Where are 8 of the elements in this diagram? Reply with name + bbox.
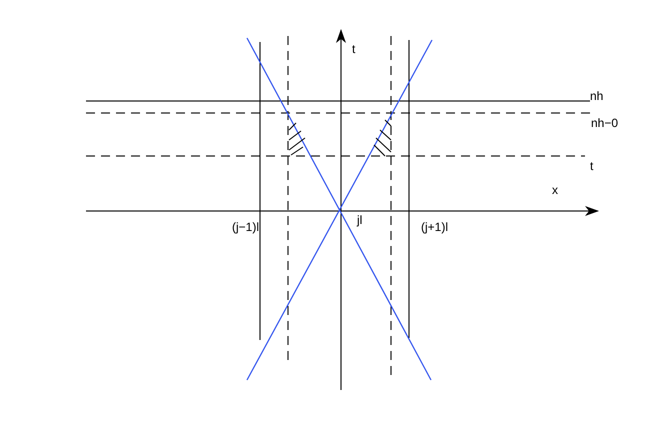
axis-label: t <box>352 42 356 56</box>
axis-label: x <box>552 183 558 197</box>
level-label: nh <box>590 89 604 103</box>
level-label: nh−0 <box>591 116 618 130</box>
tick-label: (j+1)l <box>421 220 448 234</box>
level-label: t <box>590 159 594 173</box>
tick-label: (j−1)l <box>232 220 260 234</box>
tick-label: jl <box>357 213 362 227</box>
